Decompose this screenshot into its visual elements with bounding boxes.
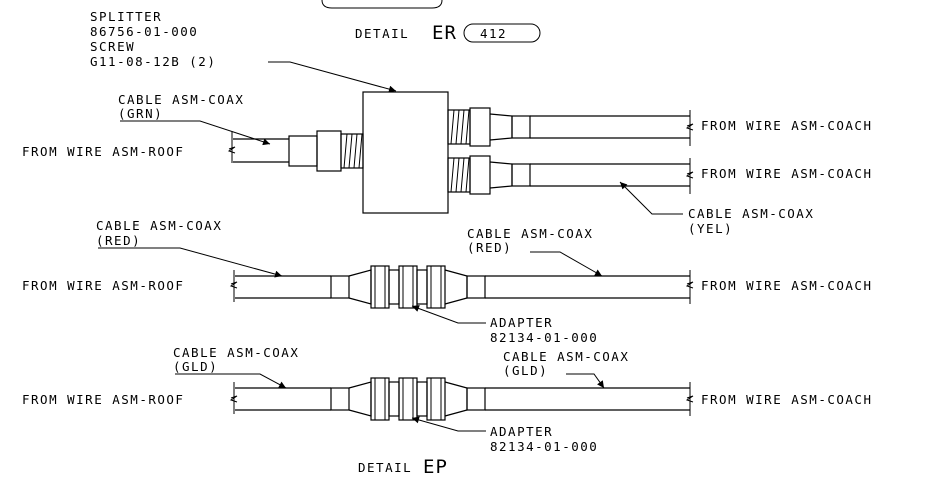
cable-gld-left-name: CABLE ASM-COAX <box>173 345 299 360</box>
cable-red-right-leader-arrow <box>530 251 603 277</box>
taper-red-left <box>348 269 372 305</box>
boot-gld-right <box>466 387 486 411</box>
boot-red-right <box>466 275 486 299</box>
break-mark-roof-bottom <box>229 382 238 414</box>
boot-gld-left <box>330 387 350 411</box>
thread-hatch-out-2 <box>450 157 470 193</box>
cable-gld-right-name: CABLE ASM-COAX <box>503 349 629 364</box>
adapter-middle-leader-arrow <box>411 305 486 324</box>
from-coach-label-bottom: FROM WIRE ASM-COACH <box>701 392 873 407</box>
threads-red-left <box>388 269 400 305</box>
connector-taper-out-2 <box>489 161 513 189</box>
adapter-middle-part-number: 82134-01-000 <box>490 330 598 345</box>
splitter-body <box>362 91 449 214</box>
break-mark-coach-middle <box>685 270 694 304</box>
detail-reference-bubble <box>463 23 541 43</box>
connector-nut-out-2 <box>469 155 491 195</box>
detail-ep-letters: EP <box>423 456 448 478</box>
adapter-bottom-part-number: 82134-01-000 <box>490 439 598 454</box>
break-mark-roof-middle <box>229 270 238 302</box>
from-roof-label-middle: FROM WIRE ASM-ROOF <box>22 278 184 293</box>
adapter-middle-label: ADAPTER <box>490 315 553 330</box>
from-coach-label-2: FROM WIRE ASM-COACH <box>701 166 873 181</box>
nut-red-left <box>370 265 390 309</box>
detail-ep-word: DETAIL <box>358 460 412 475</box>
taper-red-right <box>444 269 468 305</box>
connector-taper-out-1 <box>489 113 513 141</box>
cable-yel-color: (YEL) <box>688 221 733 236</box>
splitter-label: SPLITTER <box>90 9 162 24</box>
cable-red-left-color: (RED) <box>96 233 141 248</box>
break-mark-roof-top <box>227 131 236 163</box>
threads-gld-left <box>388 381 400 417</box>
from-roof-label-top: FROM WIRE ASM-ROOF <box>22 144 184 159</box>
cable-yel-leader-arrow <box>619 181 683 215</box>
cable-gld-left-leader-arrow <box>175 373 287 389</box>
from-roof-label-bottom: FROM WIRE ASM-ROOF <box>22 392 184 407</box>
cable-gld-left-color: (GLD) <box>173 359 218 374</box>
threads-gld-right <box>416 381 428 417</box>
cable-red-left-name: CABLE ASM-COAX <box>96 218 222 233</box>
break-mark-coach-2 <box>685 158 694 194</box>
detail-er-letters: ER <box>432 22 457 44</box>
nut-red-right <box>426 265 446 309</box>
connector-body-grn <box>288 135 318 167</box>
taper-gld-left <box>348 381 372 417</box>
cable-gld-right-leader-arrow <box>566 373 605 389</box>
splitter-part-number: 86756-01-000 <box>90 24 198 39</box>
thread-hatch-grn <box>343 133 363 169</box>
cable-red-right-name: CABLE ASM-COAX <box>467 226 593 241</box>
cable-gld-right-color: (GLD) <box>503 363 548 378</box>
cut-off-callout-bubble <box>321 0 443 9</box>
boot-red-left <box>330 275 350 299</box>
from-coach-label-1: FROM WIRE ASM-COACH <box>701 118 873 133</box>
detail-er-word: DETAIL <box>355 26 409 41</box>
cable-yel-name: CABLE ASM-COAX <box>688 206 814 221</box>
screw-label: SCREW <box>90 39 135 54</box>
connector-nut-grn <box>316 130 342 172</box>
detail-er-reference: 412 <box>480 26 507 41</box>
cable-grn-name: CABLE ASM-COAX <box>118 92 244 107</box>
threads-red-right <box>416 269 428 305</box>
adapter-hex-red <box>398 265 418 309</box>
nut-gld-left <box>370 377 390 421</box>
cable-red-right-color: (RED) <box>467 240 512 255</box>
cable-grn-leader-arrow <box>120 120 271 146</box>
screw-part-number: G11-08-12B (2) <box>90 54 216 69</box>
thread-hatch-out-1 <box>450 109 470 145</box>
screw-leader-arrow <box>268 61 397 93</box>
break-mark-coach-1 <box>685 110 694 146</box>
break-mark-coach-bottom <box>685 382 694 416</box>
adapter-bottom-label: ADAPTER <box>490 424 553 439</box>
cable-red-left-leader-arrow <box>98 247 283 278</box>
connector-boot-out-2 <box>511 163 531 187</box>
taper-gld-right <box>444 381 468 417</box>
cable-grn-color: (GRN) <box>118 106 163 121</box>
adapter-hex-gld <box>398 377 418 421</box>
nut-gld-right <box>426 377 446 421</box>
connector-nut-out-1 <box>469 107 491 147</box>
adapter-bottom-leader-arrow <box>411 416 486 432</box>
from-coach-label-middle: FROM WIRE ASM-COACH <box>701 278 873 293</box>
connector-boot-out-1 <box>511 115 531 139</box>
